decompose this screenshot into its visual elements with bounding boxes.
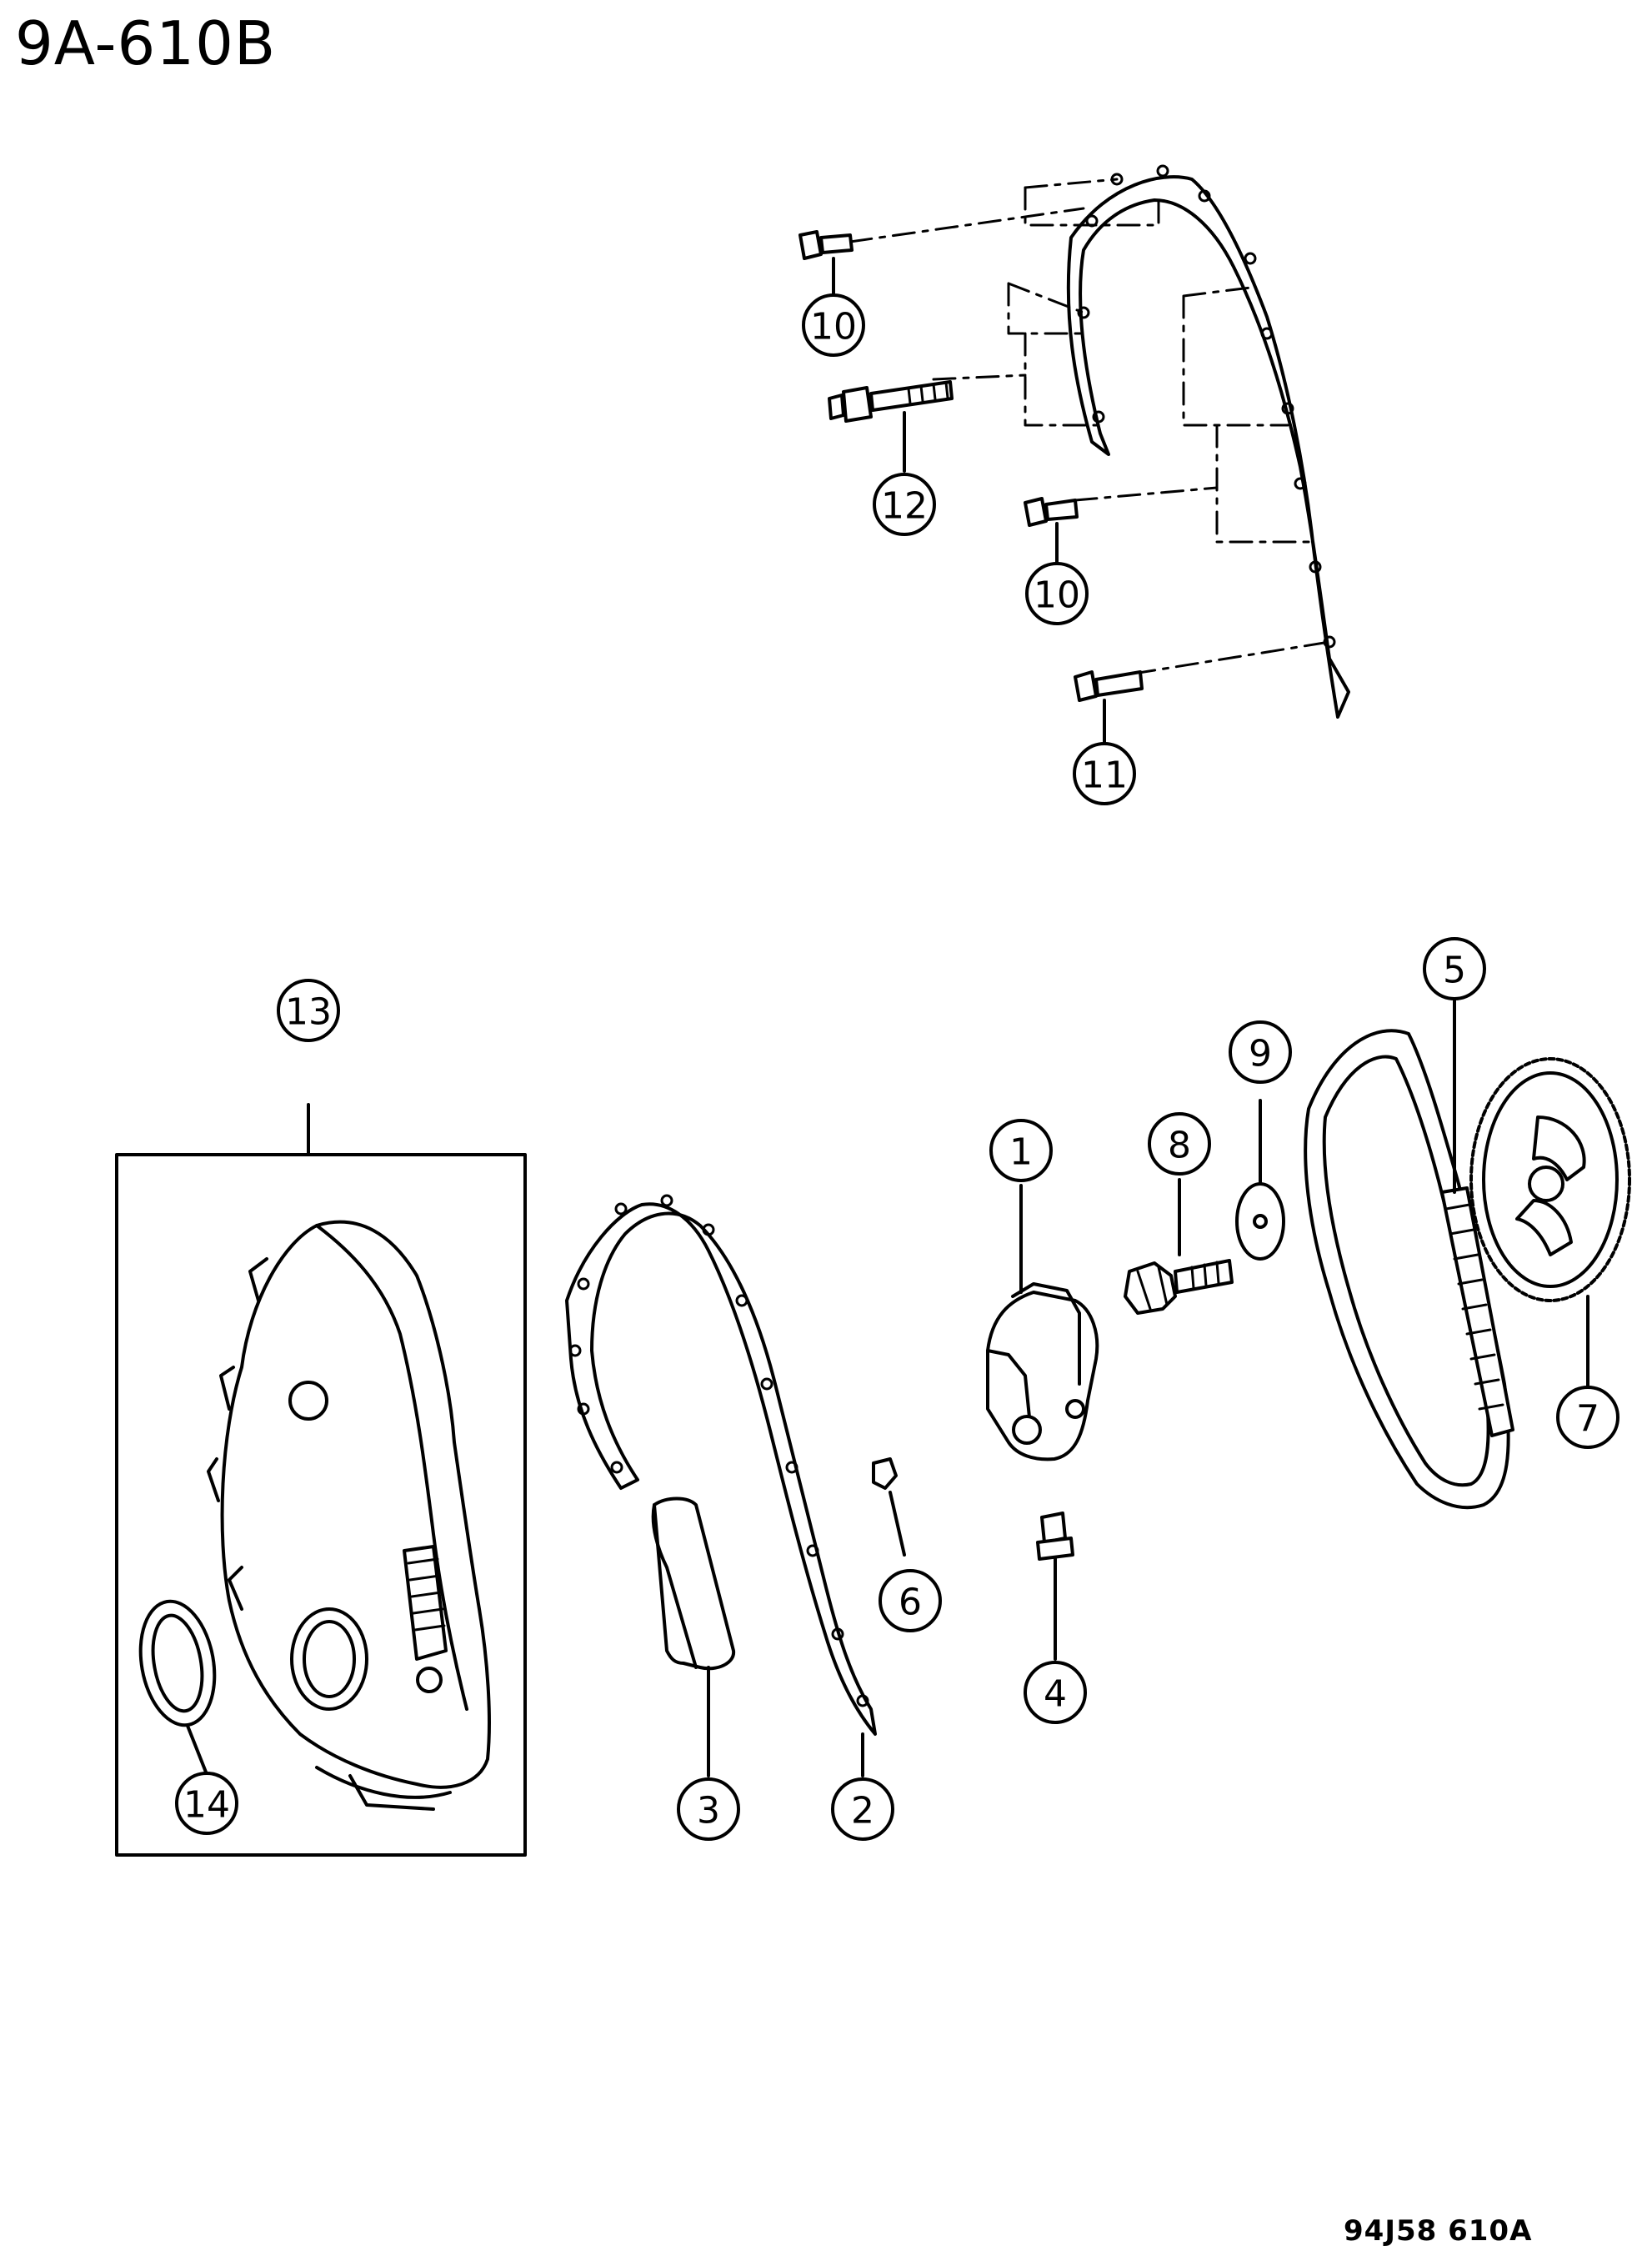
callout-14: 14	[175, 1772, 238, 1835]
diagram-code: 9A-610B	[15, 8, 277, 78]
callout-9-label: 9	[1249, 1033, 1272, 1075]
callout-13-label: 13	[285, 991, 332, 1034]
callout-10-upper: 10	[802, 293, 865, 357]
callout-5-label: 5	[1443, 950, 1466, 992]
callout-1: 1	[989, 1119, 1053, 1182]
callout-11-label: 11	[1081, 754, 1128, 797]
gasket-dashed-leaders	[849, 178, 1331, 675]
callout-12: 12	[873, 473, 936, 536]
drawing-number: 94J58 610A	[1344, 2214, 1533, 2248]
timing-chain-5	[1304, 995, 1514, 1510]
callout-10-upper-label: 10	[810, 306, 857, 348]
callout-4: 4	[1024, 1661, 1087, 1724]
timing-cover-assembly-box	[115, 1103, 527, 1857]
part-6	[872, 1457, 906, 1557]
bolt-10-upper	[798, 230, 854, 300]
cam-sprocket-7	[1469, 1057, 1631, 1390]
chain-tensioner-1	[986, 1184, 1099, 1461]
washer-9	[1235, 1099, 1285, 1261]
bolt-4	[1036, 1512, 1074, 1661]
callout-12-label: 12	[881, 485, 928, 528]
callout-7-label: 7	[1576, 1398, 1599, 1441]
callout-1-label: 1	[1009, 1131, 1033, 1174]
upper-gasket	[1066, 164, 1350, 719]
callout-10-lower: 10	[1025, 562, 1089, 625]
callout-8: 8	[1148, 1112, 1211, 1176]
bolt-11	[1074, 670, 1144, 744]
callout-5: 5	[1423, 937, 1486, 1000]
callout-10-lower-label: 10	[1034, 574, 1080, 617]
callout-6-label: 6	[899, 1582, 922, 1624]
stud-12	[828, 380, 954, 473]
callout-11: 11	[1073, 742, 1136, 805]
callout-14-label: 14	[183, 1784, 230, 1827]
callout-13: 13	[277, 979, 340, 1042]
oil-seal-3	[651, 1496, 736, 1777]
bolt-8	[1124, 1178, 1234, 1315]
callout-7: 7	[1556, 1386, 1619, 1449]
cover-gasket-2	[565, 1194, 877, 1777]
callout-2: 2	[831, 1777, 894, 1841]
callout-8-label: 8	[1168, 1125, 1191, 1167]
callout-3-label: 3	[697, 1790, 720, 1832]
callout-2-label: 2	[851, 1790, 874, 1832]
callout-4-label: 4	[1044, 1673, 1067, 1716]
callout-9: 9	[1229, 1020, 1292, 1084]
bolt-10-lower	[1024, 497, 1079, 564]
callout-6: 6	[879, 1569, 942, 1632]
timing-cover	[207, 1220, 491, 1811]
callout-3: 3	[677, 1777, 740, 1841]
crank-seal-14	[138, 1599, 217, 1776]
